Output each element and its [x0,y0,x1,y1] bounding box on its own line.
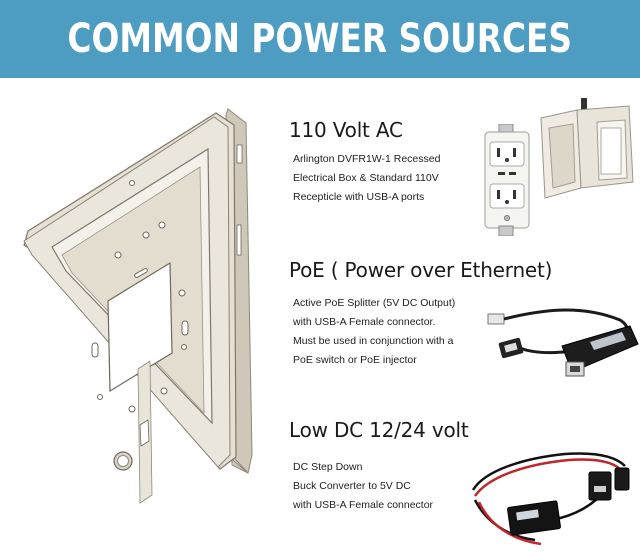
description-line: DC Step Down [293,461,363,473]
recessed-electrical-box-icon [540,98,634,199]
section-title: Low DC 12/24 volt [289,418,469,442]
section-title: PoE ( Power over Ethernet) [289,258,553,282]
description-line: Active PoE Splitter (5V DC Output) [293,297,456,309]
section-110v-ac: 110 Volt AC Arlington DVFR1W-1 Recessed … [285,98,640,236]
description-line: Must be used in conjunction with a [293,335,454,347]
section-poe: PoE ( Power over Ethernet) Active PoE Sp… [285,254,640,384]
section-title: 110 Volt AC [289,118,403,142]
frame-illustration [0,95,285,549]
description-line: Electrical Box & Standard 110V [293,172,439,184]
section-description: Arlington DVFR1W-1 Recessed Electrical B… [293,150,440,207]
buck-converter-icon [471,452,630,546]
poe-splitter-icon [487,308,639,377]
description-line: with USB-A Female connector. [293,316,436,328]
section-description: DC Step Down Buck Converter to 5V DC wit… [293,458,433,515]
description-line: with USB-A Female connector [293,499,434,511]
section-low-dc: Low DC 12/24 volt DC Step Down Buck Conv… [285,418,640,548]
title-banner: COMMON POWER SOURCES [0,0,640,78]
tablet-wall-mount-frame-icon [23,108,253,504]
description-line: Arlington DVFR1W-1 Recessed [293,153,441,165]
description-line: Recepticle with USB-A ports [293,191,425,203]
section-description: Active PoE Splitter (5V DC Output) with … [293,294,455,370]
page-title: COMMON POWER SOURCES [67,16,573,62]
description-line: PoE switch or PoE injector [293,354,417,366]
description-line: Buck Converter to 5V DC [293,480,411,492]
usb-outlet-icon [484,124,530,236]
